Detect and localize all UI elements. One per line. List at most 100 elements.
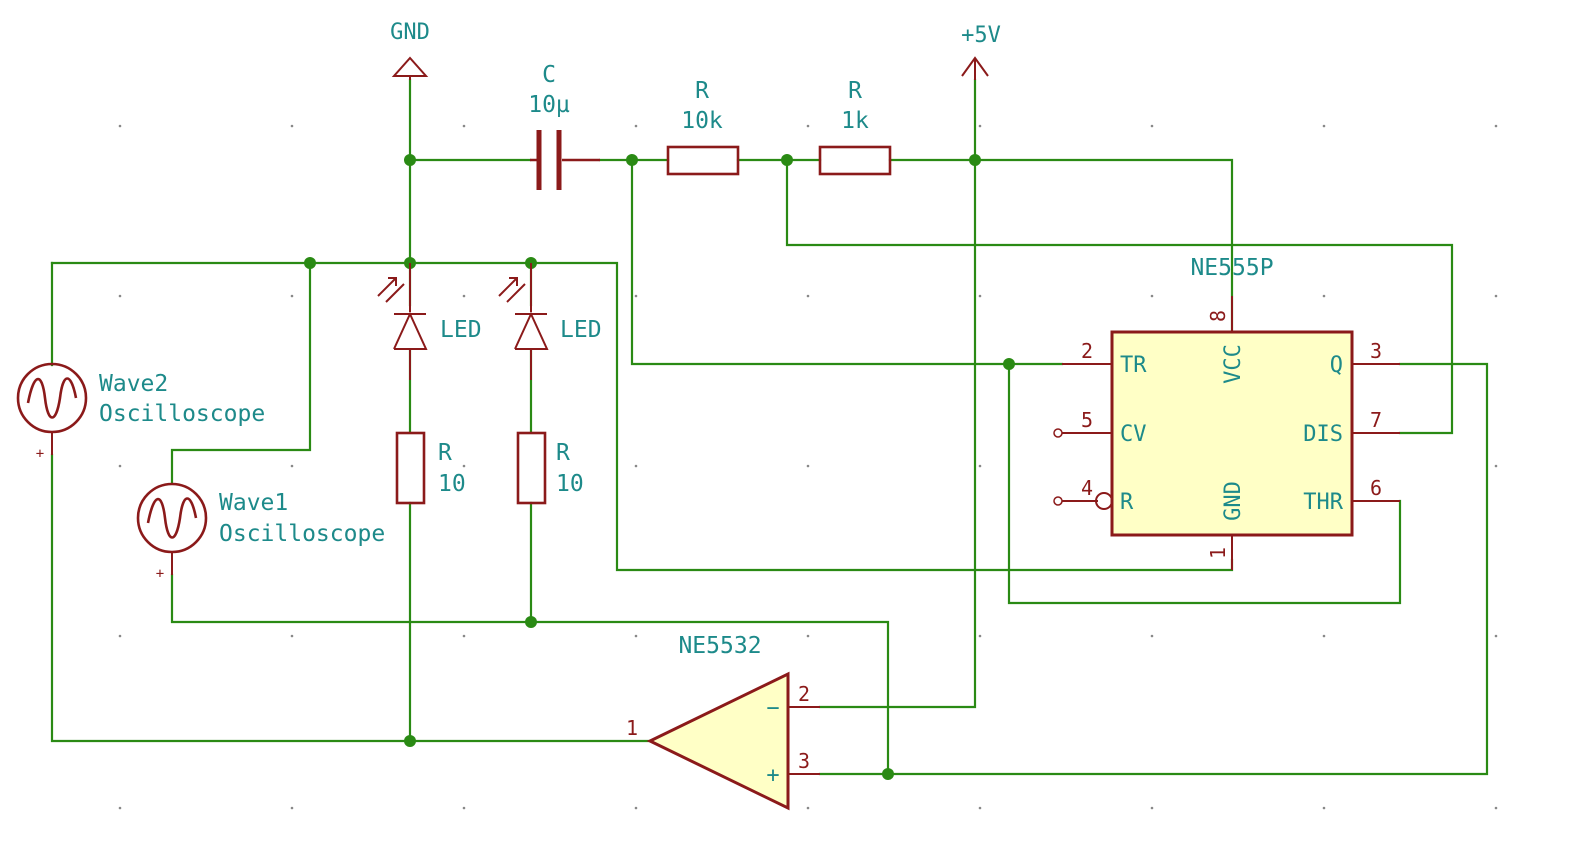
- grid-dot: [290, 124, 294, 128]
- r10b-value: 10: [556, 471, 584, 497]
- junction: [404, 154, 416, 166]
- grid-dot: [462, 294, 466, 298]
- ne5532-minus-sign: −: [766, 696, 779, 721]
- grid-dot: [806, 806, 810, 810]
- ne555-r-label: R: [1120, 490, 1134, 515]
- wave2-polarity: +: [36, 446, 44, 462]
- grid-dot: [978, 464, 982, 468]
- led1-label: LED: [440, 317, 482, 343]
- wave2-probe: + Wave2 Oscilloscope: [16, 362, 265, 462]
- ne555p-ic: NE555P 2 5 4 3 7 6 8 1 TR CV R Q DIS THR…: [1053, 255, 1400, 570]
- resistor-10-a: R 10: [395, 431, 466, 505]
- wire-r1k-vcc: [888, 158, 1234, 332]
- grid-dot: [1322, 634, 1326, 638]
- grid-dot: [634, 634, 638, 638]
- ne555-pin6-num: 6: [1370, 476, 1382, 500]
- grid-dot: [1322, 124, 1326, 128]
- resistor-10-b: R 10: [516, 431, 584, 505]
- grid-dot: [1494, 806, 1498, 810]
- wave1-polarity: +: [156, 566, 164, 582]
- grid-dot: [978, 294, 982, 298]
- ne555-cv-label: CV: [1120, 422, 1147, 447]
- junction: [525, 616, 537, 628]
- ne555-pin4-num: 4: [1081, 476, 1093, 500]
- ne555-pin3-num: 3: [1370, 339, 1382, 363]
- ne555-gnd-label: GND: [1221, 481, 1246, 521]
- r10a-value: 10: [438, 471, 466, 497]
- led-2: LED: [498, 263, 602, 380]
- ne5532-plus-sign: +: [766, 763, 779, 788]
- grid-dot: [1322, 294, 1326, 298]
- junction: [781, 154, 793, 166]
- grid-dot: [806, 634, 810, 638]
- ne555-dis-label: DIS: [1303, 422, 1343, 447]
- grid-dot: [290, 294, 294, 298]
- wire-opamp-plus: [818, 362, 1489, 776]
- wires: [50, 78, 1489, 776]
- grid-dot: [1494, 294, 1498, 298]
- wire-wave1-top: [170, 261, 312, 484]
- r1k-ref: R: [848, 78, 862, 104]
- grid-dot: [1150, 806, 1154, 810]
- r10a-ref: R: [438, 440, 452, 466]
- wire-5v-vertical: [818, 78, 977, 709]
- ne555-vcc-label: VCC: [1221, 344, 1246, 384]
- grid-dots: [118, 124, 1498, 810]
- ne5532-pin3-num: 3: [798, 749, 810, 773]
- grid-dot: [462, 464, 466, 468]
- ne5532-pin1-num: 1: [626, 716, 638, 740]
- ne555-pin8-num: 8: [1206, 310, 1230, 322]
- junction: [626, 154, 638, 166]
- grid-dot: [462, 634, 466, 638]
- grid-dot: [1494, 464, 1498, 468]
- grid-dot: [978, 124, 982, 128]
- grid-dot: [806, 464, 810, 468]
- junction: [404, 735, 416, 747]
- gnd-label: GND: [390, 20, 430, 45]
- r10b-ref: R: [556, 440, 570, 466]
- grid-dot: [118, 294, 122, 298]
- grid-dot: [118, 806, 122, 810]
- ne555-pin5-num: 5: [1081, 408, 1093, 432]
- wire-thr-loop: [1007, 362, 1402, 605]
- grid-dot: [1150, 124, 1154, 128]
- junction: [882, 768, 894, 780]
- ne555-tr-label: TR: [1120, 353, 1147, 378]
- grid-dot: [1494, 124, 1498, 128]
- cap-ref: C: [542, 62, 556, 88]
- wave2-type: Oscilloscope: [99, 401, 265, 427]
- grid-dot: [634, 294, 638, 298]
- ne555-thr-label: THR: [1303, 490, 1343, 515]
- ne5532-opamp: NE5532 1 2 3 − +: [626, 633, 820, 811]
- grid-dot: [290, 634, 294, 638]
- ne555-pin7-num: 7: [1370, 408, 1382, 432]
- gnd-symbol: GND: [390, 20, 430, 80]
- grid-dot: [1322, 806, 1326, 810]
- wave1-name: Wave1: [219, 490, 288, 516]
- grid-dot: [634, 806, 638, 810]
- resistor-1k: R 1k: [818, 78, 892, 176]
- wave1-probe: + Wave1 Oscilloscope: [136, 482, 385, 582]
- grid-dot: [978, 806, 982, 810]
- grid-dot: [118, 464, 122, 468]
- wire-wave2-bottom: [50, 453, 652, 743]
- capacitor-c: C 10µ: [528, 62, 600, 190]
- grid-dot: [462, 124, 466, 128]
- junction: [304, 257, 316, 269]
- ne555-name: NE555P: [1190, 255, 1273, 281]
- grid-dot: [634, 124, 638, 128]
- grid-dot: [290, 806, 294, 810]
- grid-dot: [1494, 634, 1498, 638]
- grid-dot: [1150, 634, 1154, 638]
- r10k-ref: R: [695, 78, 709, 104]
- r1k-value: 1k: [841, 108, 869, 134]
- vcc-symbol: +5V: [961, 23, 1001, 80]
- junction: [969, 154, 981, 166]
- grid-dot: [634, 464, 638, 468]
- grid-dot: [806, 124, 810, 128]
- resistor-10k: R 10k: [666, 78, 740, 176]
- led-1: LED: [377, 263, 482, 380]
- grid-dot: [462, 806, 466, 810]
- junctions: [304, 154, 1015, 780]
